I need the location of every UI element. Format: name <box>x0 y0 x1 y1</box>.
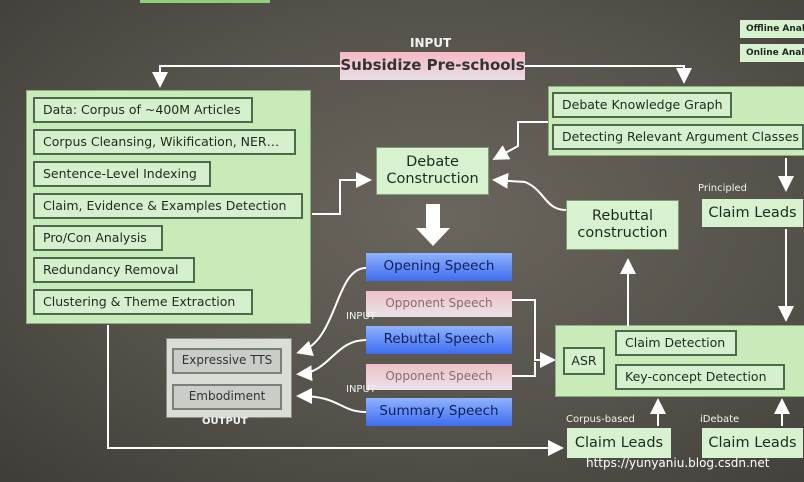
corpus-item-procon: Pro/Con Analysis <box>33 225 163 251</box>
rebuttal-speech-text: Rebuttal Speech <box>383 331 495 348</box>
watermark: https://yunyaniu.blog.csdn.net <box>586 456 770 470</box>
arrow-rebuttal-to-output <box>296 339 367 382</box>
opening-speech: Opening Speech <box>366 253 512 281</box>
top-green-bar <box>140 0 270 3</box>
big-down-arrow <box>416 204 450 246</box>
corpus-item-text: Corpus Cleansing, Wikification, NER… <box>43 133 280 149</box>
claim-leads-principled: Claim Leads <box>702 199 803 227</box>
corpus-item-data: Data: Corpus of ~400M Articles <box>33 97 253 123</box>
arrow-topic-to-knowledge <box>525 65 692 84</box>
arrow-summary-to-output <box>296 388 367 413</box>
corpus-item-redundancy: Redundancy Removal <box>33 257 195 283</box>
key-concept-detection-box: Key-concept Detection <box>615 364 785 390</box>
asr-text: ASR <box>571 352 597 368</box>
opponent-speech-1-text: Opponent Speech <box>385 296 493 311</box>
knowledge-item-text: Debate Knowledge Graph <box>562 96 723 112</box>
arrow-knowledge-to-debate <box>492 121 548 160</box>
legend-online: Online Anal <box>740 44 804 62</box>
corpus-item-text: Data: Corpus of ~400M Articles <box>43 101 241 117</box>
opening-speech-text: Opening Speech <box>383 258 495 275</box>
output-label: OUTPUT <box>202 416 248 427</box>
corpus-item-indexing: Sentence-Level Indexing <box>33 161 211 187</box>
arrow-rebuttal-to-debate <box>492 172 567 211</box>
rebuttal-construction-text: Rebuttal construction <box>577 208 668 241</box>
corpus-item-text: Pro/Con Analysis <box>43 229 147 245</box>
claim-leads-corpus-text: Claim Leads <box>574 434 664 451</box>
embodiment-text: Embodiment <box>188 389 266 404</box>
legend-offline: Offline Anal <box>740 20 804 38</box>
embodiment-box: Embodiment <box>172 384 282 410</box>
corpus-item-text: Clustering & Theme Extraction <box>43 293 236 309</box>
claim-detection-text: Claim Detection <box>625 334 726 350</box>
expressive-tts-box: Expressive TTS <box>172 348 282 374</box>
opponent-speech-2-text: Opponent Speech <box>385 369 493 384</box>
principled-label: Principled <box>698 183 747 194</box>
rebuttal-construction-box: Rebuttal construction <box>566 200 679 250</box>
arrow-opponent1-to-asr <box>512 299 556 368</box>
claim-detection-box: Claim Detection <box>615 330 737 356</box>
claim-leads-idebate: Claim Leads <box>702 428 803 458</box>
corpus-item-text: Redundancy Removal <box>43 261 179 277</box>
asr-box: ASR <box>563 347 605 375</box>
knowledge-item-text: Detecting Relevant Argument Classes <box>562 128 799 144</box>
summary-speech-text: Summary Speech <box>379 403 499 420</box>
corpus-based-label: Corpus-based <box>566 414 635 425</box>
summary-speech: Summary Speech <box>366 398 512 426</box>
legend-offline-text: Offline Anal <box>746 23 804 34</box>
opponent-speech-1: Opponent Speech <box>366 291 512 317</box>
idebate-label: iDebate <box>700 414 740 425</box>
input-label-3: INPUT <box>346 384 376 395</box>
claim-leads-principled-text: Claim Leads <box>708 204 797 221</box>
knowledge-item-argument-classes: Detecting Relevant Argument Classes <box>552 124 804 150</box>
topic-box: Subsidize Pre-schools <box>340 52 525 80</box>
debate-construction-text: Debate Construction <box>386 154 479 187</box>
debate-construction-box: Debate Construction <box>376 147 489 195</box>
arrow-topic-to-corpus <box>152 65 340 88</box>
topic-text: Subsidize Pre-schools <box>340 56 525 75</box>
knowledge-item-graph: Debate Knowledge Graph <box>552 92 732 118</box>
corpus-item-cleansing: Corpus Cleansing, Wikification, NER… <box>33 129 296 155</box>
claim-leads-idebate-text: Claim Leads <box>708 434 797 451</box>
input-label: INPUT <box>410 36 452 50</box>
arrow-corpus-to-claim-leads <box>107 325 564 456</box>
claim-leads-corpus: Claim Leads <box>567 428 671 458</box>
expressive-tts-text: Expressive TTS <box>181 353 273 368</box>
corpus-item-text: Claim, Evidence & Examples Detection <box>43 197 287 213</box>
key-concept-detection-text: Key-concept Detection <box>625 368 767 384</box>
arrow-corpus-to-debate <box>312 172 372 215</box>
rebuttal-speech: Rebuttal Speech <box>366 326 512 354</box>
legend-online-text: Online Anal <box>746 47 804 58</box>
arrow-opponent2-to-asr <box>512 362 536 377</box>
corpus-item-claim-evidence: Claim, Evidence & Examples Detection <box>33 193 303 219</box>
corpus-item-clustering: Clustering & Theme Extraction <box>33 289 253 315</box>
opponent-speech-2: Opponent Speech <box>366 364 512 390</box>
input-label-2: INPUT <box>346 311 376 322</box>
corpus-item-text: Sentence-Level Indexing <box>43 165 197 181</box>
arrow-opening-to-output <box>296 267 367 356</box>
